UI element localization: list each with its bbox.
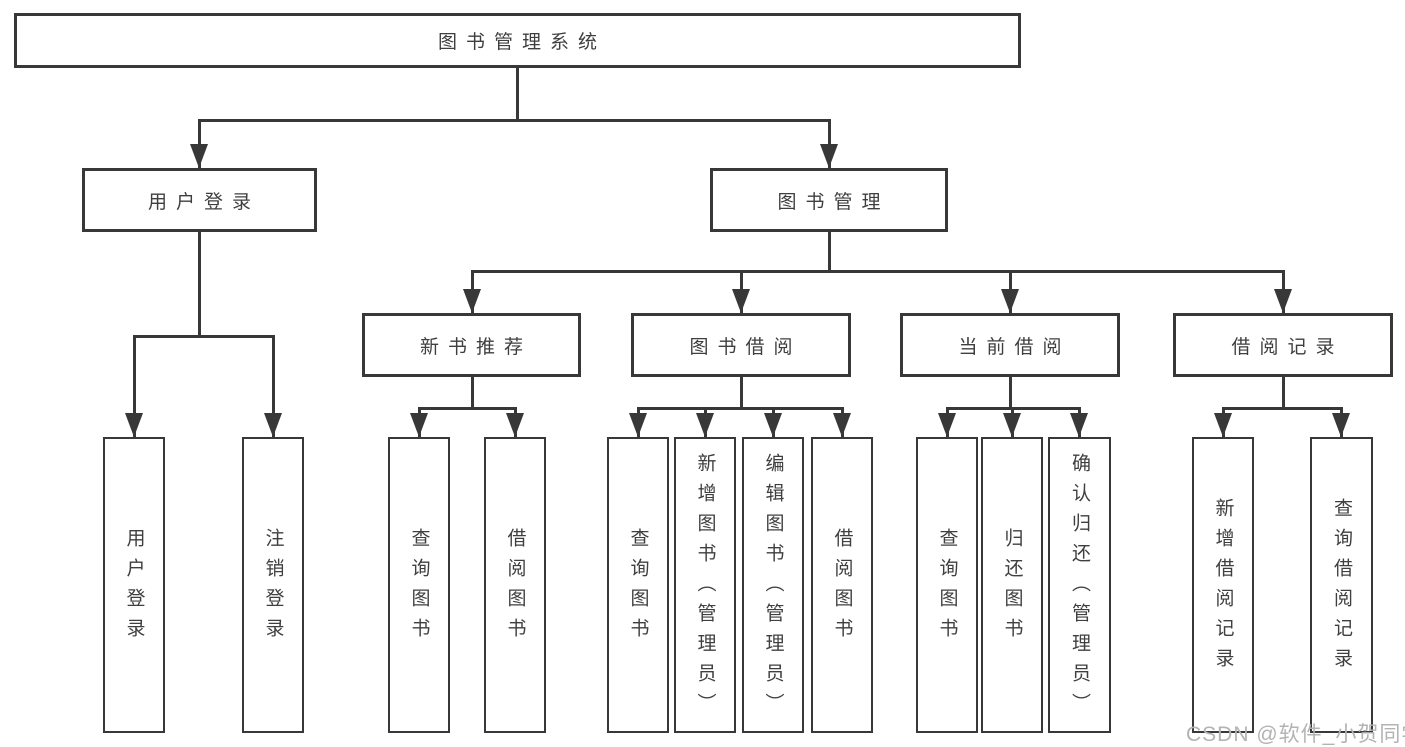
node-current-return: 归还图书 xyxy=(981,437,1043,733)
arrowhead-down-icon xyxy=(1003,413,1021,437)
arrowhead-down-icon xyxy=(764,413,782,437)
connector-line xyxy=(739,377,743,408)
arrowhead-down-icon xyxy=(1332,413,1350,437)
node-root: 图书管理系统 xyxy=(14,13,1021,68)
node-current-query: 查询图书 xyxy=(916,437,978,733)
arrowhead-down-icon xyxy=(410,413,428,437)
connector-line xyxy=(1008,377,1012,408)
node-login: 用户登录 xyxy=(82,168,317,232)
node-borrow: 图书借阅 xyxy=(631,313,851,377)
connector-line xyxy=(417,406,517,410)
watermark: CSDN @软件_小贺同学 xyxy=(1186,723,1405,746)
arrowhead-down-icon xyxy=(1214,413,1232,437)
arrowhead-down-icon xyxy=(506,413,524,437)
arrowhead-down-icon xyxy=(463,289,481,313)
node-borrow-add: 新增图书（管理员） xyxy=(674,437,736,733)
node-rec-query: 查询图书 xyxy=(388,437,450,733)
connector-line xyxy=(827,232,831,271)
arrowhead-down-icon xyxy=(629,413,647,437)
connector-line xyxy=(515,68,519,120)
arrowhead-down-icon xyxy=(732,289,750,313)
node-login-logout: 注销登录 xyxy=(242,437,304,733)
node-borrow-query: 查询图书 xyxy=(607,437,669,733)
node-mgmt: 图书管理 xyxy=(710,168,948,232)
arrowhead-down-icon xyxy=(1274,289,1292,313)
connector-line xyxy=(197,118,831,122)
node-records-add: 新增借阅记录 xyxy=(1192,437,1254,733)
arrowhead-down-icon xyxy=(833,413,851,437)
arrowhead-down-icon xyxy=(264,413,282,437)
arrowhead-down-icon xyxy=(190,144,208,168)
arrowhead-down-icon xyxy=(820,144,838,168)
node-current: 当前借阅 xyxy=(900,313,1120,377)
connector-line xyxy=(197,232,201,336)
connector-line xyxy=(132,334,275,338)
connector-line xyxy=(132,336,136,437)
node-records-query: 查询借阅记录 xyxy=(1310,437,1373,733)
connector-line xyxy=(636,406,844,410)
arrowhead-down-icon xyxy=(1070,413,1088,437)
node-rec: 新书推荐 xyxy=(362,313,581,377)
connector-line xyxy=(470,269,1285,273)
node-current-confirm: 确认归还（管理员） xyxy=(1048,437,1111,733)
arrowhead-down-icon xyxy=(938,413,956,437)
connector-line xyxy=(470,377,474,408)
connector-line xyxy=(1221,406,1343,410)
arrowhead-down-icon xyxy=(696,413,714,437)
node-borrow-edit: 编辑图书（管理员） xyxy=(742,437,804,733)
arrowhead-down-icon xyxy=(125,413,143,437)
arrowhead-down-icon xyxy=(1001,289,1019,313)
node-rec-borrow: 借阅图书 xyxy=(484,437,546,733)
node-borrow-lend: 借阅图书 xyxy=(811,437,873,733)
connector-line xyxy=(1281,377,1285,408)
node-records: 借阅记录 xyxy=(1173,313,1393,377)
node-login-user: 用户登录 xyxy=(103,437,165,733)
connector-line xyxy=(271,336,275,437)
